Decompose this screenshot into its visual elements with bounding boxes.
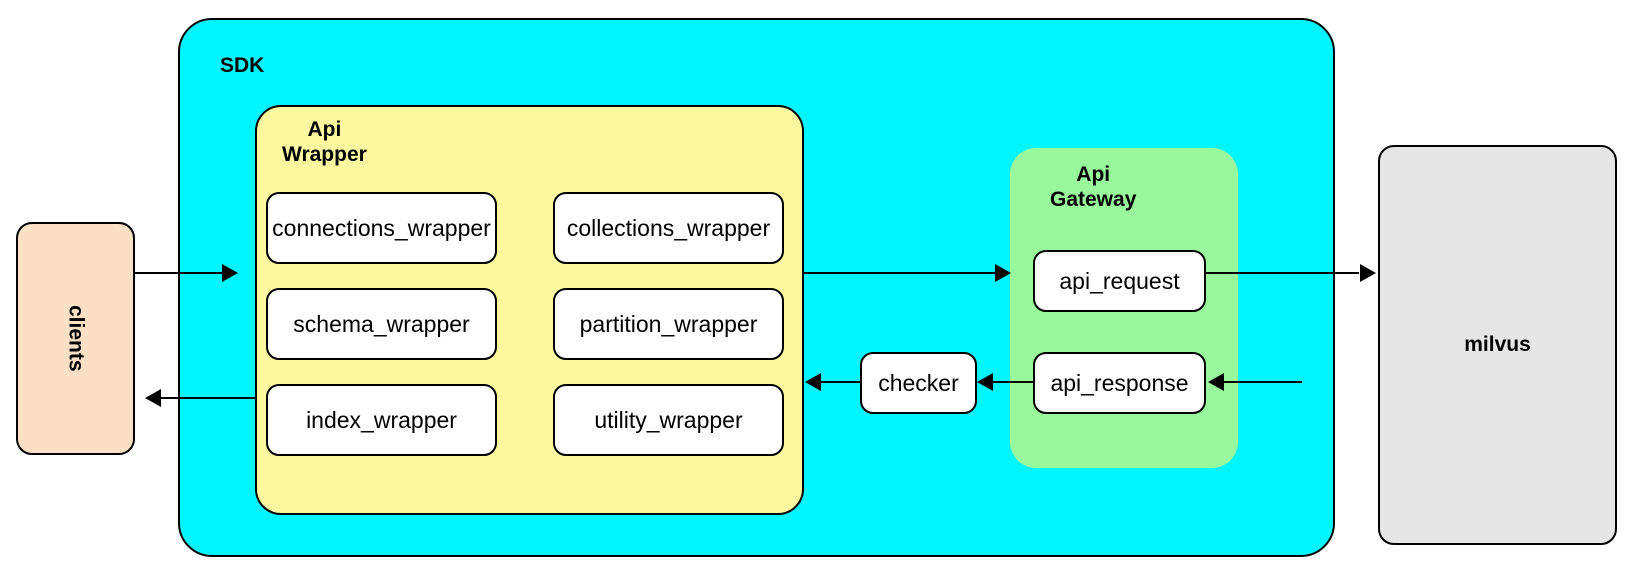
arrow-line <box>1224 381 1302 383</box>
node-collections-wrapper-label: collections_wrapper <box>566 214 771 241</box>
node-checker-label: checker <box>878 369 959 396</box>
node-schema-wrapper-label: schema_wrapper <box>293 310 470 337</box>
container-sdk-label: SDK <box>220 54 265 77</box>
arrow-head-left-icon <box>977 373 993 391</box>
arrow-line <box>804 272 996 274</box>
arrow-head-left-icon <box>145 389 161 407</box>
node-utility-wrapper-label: utility_wrapper <box>594 406 743 433</box>
node-schema-wrapper[interactable]: schema_wrapper <box>266 288 497 360</box>
node-connections-wrapper-label: connections_wrapper <box>272 214 491 241</box>
node-clients[interactable]: clients <box>16 222 135 455</box>
arrow-line <box>1206 272 1359 274</box>
arrow-head-left-icon <box>805 373 821 391</box>
arrow-head-right-icon <box>222 264 238 282</box>
arrow-line <box>821 381 860 383</box>
arrow-head-right-icon <box>995 264 1011 282</box>
node-partition-wrapper-label: partition_wrapper <box>579 310 758 337</box>
node-api-response-label: api_response <box>1050 369 1189 396</box>
container-api-gateway-label: Api Gateway <box>1050 163 1137 211</box>
arrow-line <box>135 272 223 274</box>
node-milvus-label: milvus <box>1464 333 1531 356</box>
node-utility-wrapper[interactable]: utility_wrapper <box>553 384 784 456</box>
node-connections-wrapper[interactable]: connections_wrapper <box>266 192 497 264</box>
node-checker[interactable]: checker <box>860 352 977 414</box>
node-clients-label: clients <box>64 305 88 372</box>
node-index-wrapper[interactable]: index_wrapper <box>266 384 497 456</box>
node-api-response[interactable]: api_response <box>1033 352 1206 414</box>
arrow-head-left-icon <box>1208 373 1224 391</box>
node-collections-wrapper[interactable]: collections_wrapper <box>553 192 784 264</box>
node-api-request-label: api_request <box>1059 267 1180 294</box>
arrow-line <box>161 397 256 399</box>
node-api-request[interactable]: api_request <box>1033 250 1206 312</box>
arrow-head-right-icon <box>1360 264 1376 282</box>
node-partition-wrapper[interactable]: partition_wrapper <box>553 288 784 360</box>
node-milvus[interactable]: milvus <box>1378 145 1617 545</box>
container-api-wrapper-label: Api Wrapper <box>282 118 367 166</box>
arrow-line <box>993 381 1033 383</box>
node-index-wrapper-label: index_wrapper <box>306 406 457 433</box>
